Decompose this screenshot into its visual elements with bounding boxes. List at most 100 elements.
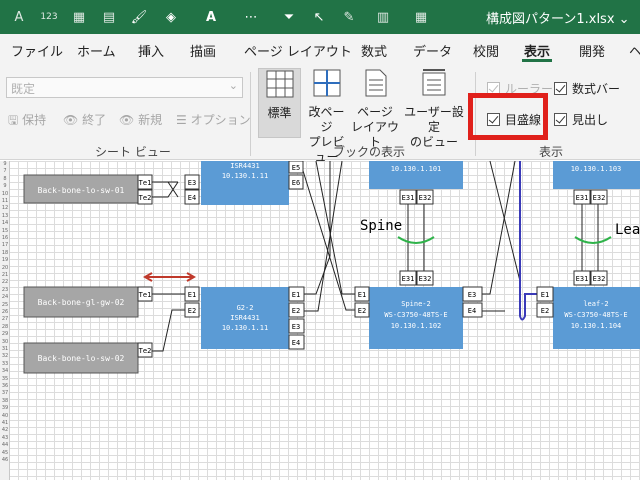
table-icon[interactable]: ▤ bbox=[102, 9, 116, 25]
row-number[interactable]: 30 bbox=[1, 338, 9, 345]
edit-icon[interactable]: ✎ bbox=[343, 9, 355, 25]
row-number[interactable]: 34 bbox=[1, 368, 9, 375]
row-number[interactable]: 35 bbox=[1, 375, 9, 382]
row-number[interactable]: 40 bbox=[1, 412, 9, 419]
row-number[interactable]: 22 bbox=[1, 279, 9, 286]
row-number[interactable]: 27 bbox=[1, 316, 9, 323]
row-number[interactable]: 19 bbox=[1, 257, 9, 264]
tab-help[interactable]: ヘ bbox=[629, 45, 640, 60]
row-number[interactable]: 8 bbox=[3, 175, 7, 182]
network-diagram[interactable]: Back-bone-lo-sw-01 Back-bone-gl-gw-02 Ba… bbox=[0, 161, 640, 480]
row-number[interactable]: 9 bbox=[3, 183, 7, 190]
row-number[interactable]: 9 bbox=[3, 161, 7, 167]
exit-button[interactable]: 👁 終了 bbox=[63, 113, 107, 127]
row-number[interactable]: 29 bbox=[1, 331, 9, 338]
row-number[interactable]: 12 bbox=[1, 205, 9, 212]
tab-file[interactable]: ファイル bbox=[11, 45, 64, 60]
grid-icon[interactable]: ▦ bbox=[414, 9, 428, 25]
row-number[interactable]: 41 bbox=[1, 420, 9, 426]
gridlines-highlight-box bbox=[468, 93, 548, 140]
row-number[interactable]: 45 bbox=[1, 449, 9, 456]
row-number[interactable]: 33 bbox=[1, 360, 9, 367]
custom-views-button[interactable]: ユーザー設定 のビュー bbox=[400, 68, 468, 149]
port-label: E6 bbox=[292, 179, 300, 187]
row-number[interactable]: 7 bbox=[3, 168, 7, 175]
row-number[interactable]: 21 bbox=[1, 272, 9, 278]
keep-button[interactable]: 🖫 保持 bbox=[8, 113, 47, 127]
group-label-show: 表示 bbox=[539, 145, 564, 159]
stack-ellipse-icon bbox=[574, 236, 612, 244]
fill-color-icon[interactable]: ◈ bbox=[166, 9, 176, 25]
options-button[interactable]: ☰ オプション bbox=[176, 113, 251, 127]
checkbox-checked-icon bbox=[554, 82, 567, 95]
row-number[interactable]: 42 bbox=[1, 427, 9, 434]
font-color-icon[interactable]: A bbox=[205, 9, 217, 25]
page-layout-button[interactable]: ページ レイアウト bbox=[350, 68, 400, 149]
node-model: WS-C3750-48TS-E bbox=[564, 311, 627, 319]
row-number[interactable]: 24 bbox=[1, 294, 9, 301]
row-number[interactable]: 13 bbox=[1, 212, 9, 219]
formula-bar-checkbox[interactable]: 数式バー bbox=[554, 80, 620, 97]
node-spine2[interactable]: Spine-2 WS-C3750-48TS-E 10.130.1.102 bbox=[369, 287, 463, 349]
format-123-icon[interactable]: 123 bbox=[40, 12, 58, 22]
new-button[interactable]: 👁 新規 bbox=[119, 113, 163, 127]
row-number[interactable]: 46 bbox=[1, 457, 9, 463]
tab-page-layout[interactable]: ページ レイアウト bbox=[244, 45, 352, 60]
tab-formulas[interactable]: 数式 bbox=[361, 45, 388, 60]
tab-data[interactable]: データ bbox=[413, 45, 453, 60]
worksheet-grid[interactable] bbox=[0, 161, 640, 480]
node-spine1[interactable]: 10.130.1.101 bbox=[369, 161, 463, 189]
row-number[interactable]: 25 bbox=[1, 301, 9, 308]
tab-home[interactable]: ホーム bbox=[77, 45, 116, 60]
node-sw01[interactable]: Back-bone-lo-sw-01 bbox=[23, 174, 139, 204]
select-icon[interactable]: ↖ bbox=[313, 9, 325, 25]
chart-icon[interactable]: ▥ bbox=[376, 9, 390, 25]
tab-insert[interactable]: 挿入 bbox=[138, 45, 165, 60]
document-title[interactable]: 構成図パターン1.xlsx ⌄ bbox=[486, 12, 630, 27]
row-number[interactable]: 16 bbox=[1, 235, 9, 241]
row-number[interactable]: 14 bbox=[1, 220, 9, 227]
tab-developer[interactable]: 開発 bbox=[579, 45, 606, 60]
format-painter-icon[interactable]: 🖌 bbox=[130, 9, 148, 25]
border-icon[interactable]: ⋯ bbox=[244, 9, 258, 25]
format-a-icon[interactable]: A bbox=[14, 9, 24, 25]
node-gw02[interactable]: Back-bone-gl-gw-02 bbox=[23, 286, 139, 318]
row-number[interactable]: 18 bbox=[1, 249, 9, 256]
ruler-checkbox[interactable]: ルーラー bbox=[487, 80, 553, 97]
tab-view[interactable]: 表示 bbox=[524, 45, 551, 60]
row-number[interactable]: 37 bbox=[1, 390, 9, 397]
row-number[interactable]: 11 bbox=[1, 198, 9, 204]
node-g1[interactable]: ISR4431 10.130.1.11 bbox=[201, 161, 289, 205]
tab-review[interactable]: 校閲 bbox=[473, 45, 500, 60]
row-number[interactable]: 32 bbox=[1, 353, 9, 360]
sheet-view-select[interactable]: 既定 ⌄ bbox=[6, 77, 243, 98]
row-number[interactable]: 26 bbox=[1, 309, 9, 315]
tab-draw[interactable]: 描画 bbox=[190, 45, 217, 60]
sheet-icon[interactable]: ▦ bbox=[72, 9, 86, 25]
row-number[interactable]: 31 bbox=[1, 346, 9, 352]
normal-view-button[interactable]: 標準 bbox=[258, 68, 301, 138]
node-g2[interactable]: G2-2 ISR4431 10.130.1.11 bbox=[201, 287, 289, 349]
port-label: Te2 bbox=[139, 194, 152, 202]
row-number[interactable]: 44 bbox=[1, 442, 9, 449]
row-number[interactable]: 43 bbox=[1, 434, 9, 441]
row-number[interactable]: 23 bbox=[1, 286, 9, 293]
row-number[interactable]: 10 bbox=[1, 190, 9, 197]
port-label: E4 bbox=[468, 307, 476, 315]
port-label: E2 bbox=[188, 307, 196, 315]
node-leaf1[interactable]: 10.130.1.103 bbox=[553, 161, 640, 189]
node-sw02[interactable]: Back-bone-lo-sw-02 bbox=[23, 342, 139, 374]
gridlines-checkbox[interactable]: 目盛線 bbox=[487, 111, 541, 128]
node-leaf2[interactable]: leaf-2 WS-C3750-48TS-E 10.130.1.104 bbox=[553, 287, 640, 349]
row-number[interactable]: 17 bbox=[1, 242, 9, 249]
row-number[interactable]: 20 bbox=[1, 264, 9, 271]
row-number[interactable]: 38 bbox=[1, 397, 9, 404]
row-number[interactable]: 39 bbox=[1, 405, 9, 412]
row-number[interactable]: 36 bbox=[1, 383, 9, 389]
row-number[interactable]: 28 bbox=[1, 323, 9, 330]
headings-checkbox[interactable]: 見出し bbox=[554, 111, 608, 128]
filter-icon[interactable]: ⏷ bbox=[283, 9, 295, 25]
row-number[interactable]: 15 bbox=[1, 227, 9, 234]
page-break-preview-button[interactable]: 改ページ プレビュー bbox=[303, 68, 350, 164]
